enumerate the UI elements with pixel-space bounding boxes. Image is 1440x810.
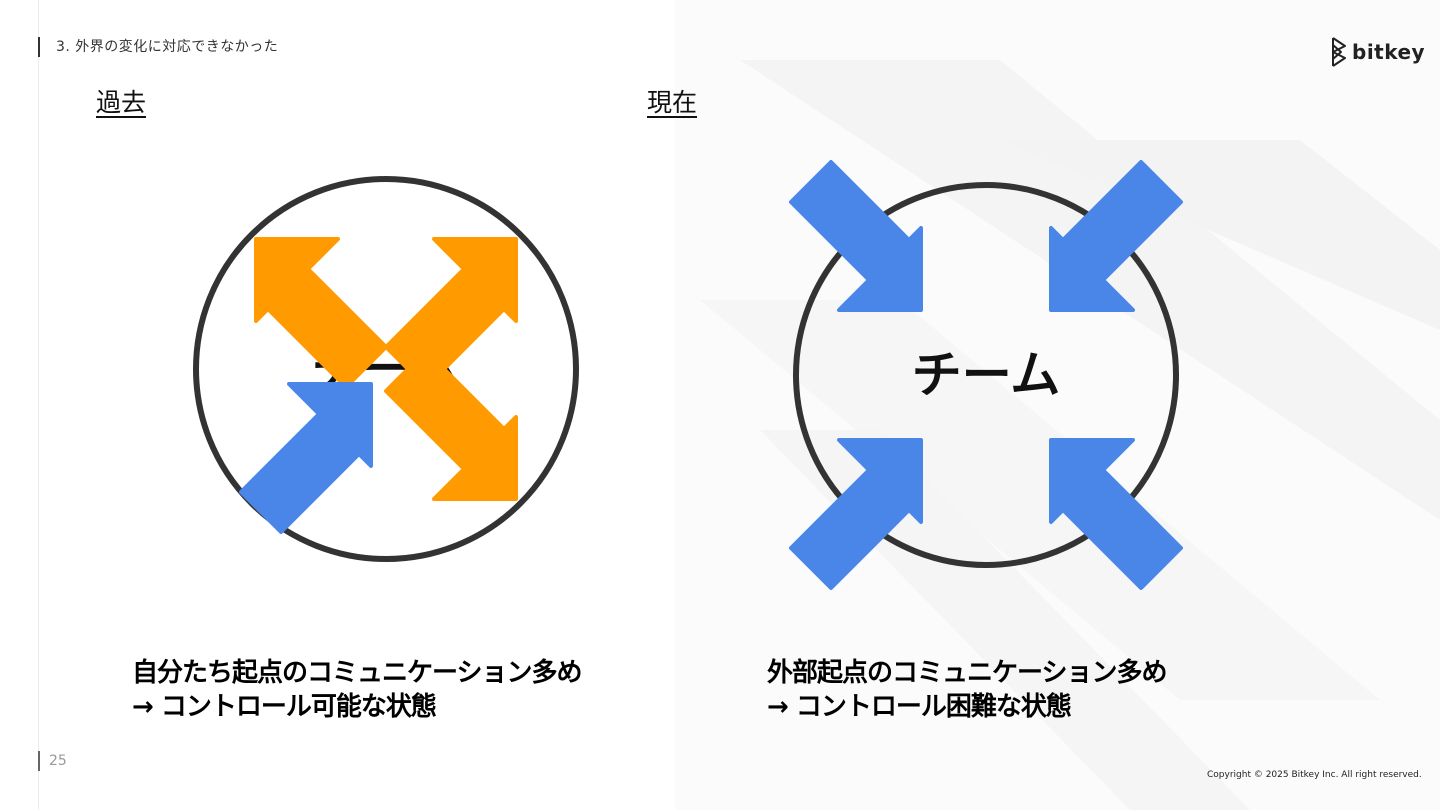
copyright: Copyright © 2025 Bitkey Inc. All right r… — [1207, 770, 1422, 780]
inward-arrow-icon — [1049, 160, 1183, 312]
caption-line-2: → コントロール可能な状態 — [132, 692, 437, 722]
heading-present: 現在 — [647, 88, 698, 117]
section-title: 3. 外界の変化に対応できなかった — [38, 37, 278, 57]
arrow-top-right — [384, 237, 518, 389]
arrow-bottom-left — [789, 438, 923, 590]
logo-text: bitkey — [1352, 40, 1426, 64]
caption-line-2: → コントロール困難な状態 — [767, 692, 1072, 722]
caption-line-1: 自分たち起点のコミュニケーション多め — [132, 658, 582, 688]
inward-arrow-icon — [1049, 438, 1183, 590]
caption-present: 外部起点のコミュニケーション多め → コントロール困難な状態 — [767, 656, 1167, 724]
page-number: 25 — [38, 751, 67, 771]
arrow-bottom-right — [1049, 438, 1183, 590]
outward-arrow-icon — [384, 349, 518, 501]
arrow-bottom-left — [239, 382, 373, 534]
left-rule — [38, 0, 39, 810]
team-label: チーム — [912, 346, 1061, 404]
bitkey-logo: bitkey — [1330, 36, 1425, 68]
arrow-top-left — [789, 160, 923, 312]
diagram-past: チーム — [193, 176, 579, 562]
arrow-top-left — [254, 237, 388, 389]
heading-past: 過去 — [96, 88, 147, 117]
team-circle — [793, 182, 1179, 568]
bitkey-mark-icon — [1332, 37, 1346, 67]
inward-arrow-icon — [239, 382, 373, 534]
diagram-present: チーム — [789, 160, 1183, 590]
inward-arrow-icon — [789, 438, 923, 590]
caption-line-1: 外部起点のコミュニケーション多め — [767, 658, 1167, 688]
caption-past: 自分たち起点のコミュニケーション多め → コントロール可能な状態 — [132, 656, 582, 724]
arrow-top-right — [1049, 160, 1183, 312]
outward-arrow-icon — [254, 237, 388, 389]
outward-arrow-icon — [384, 237, 518, 389]
arrow-bottom-right — [384, 349, 518, 501]
inward-arrow-icon — [789, 160, 923, 312]
team-circle — [193, 176, 579, 562]
